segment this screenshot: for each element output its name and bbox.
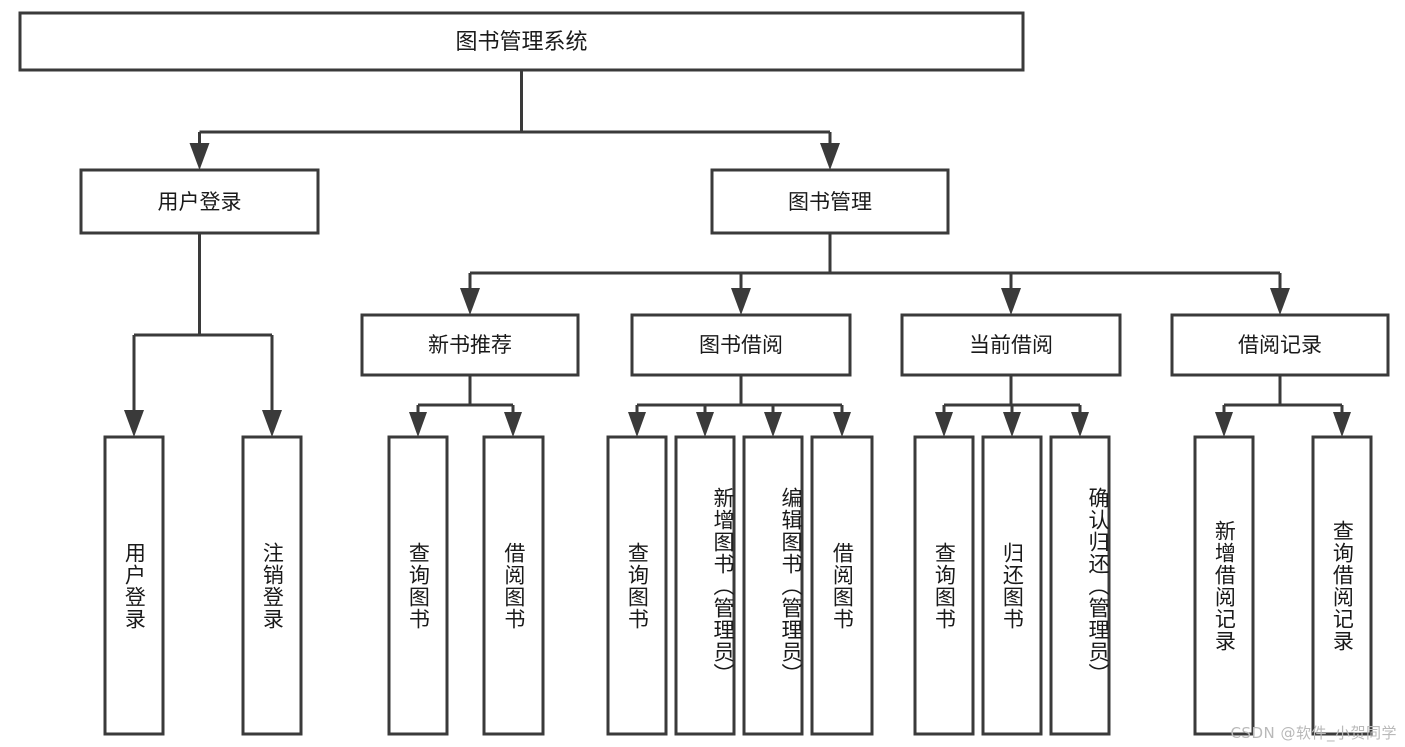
node-user-login[interactable]: 用户登录	[79, 168, 320, 235]
connector-group-new-book-recommend-to-leaves	[409, 375, 522, 437]
node-user-login-box[interactable]	[79, 168, 320, 235]
connector-group-book-borrow-to-leaves	[628, 375, 851, 437]
node-leaf-borrow-book-box[interactable]	[810, 435, 874, 736]
arrow-head-leaf-edit-book-admin	[764, 412, 782, 437]
arrow-head-leaf-query-book-new	[409, 412, 427, 437]
node-user-login-label: 用户登录	[158, 190, 242, 214]
arrow-head-borrow-record	[1270, 288, 1290, 315]
connector-group-book-manage-to-level2	[460, 233, 1290, 315]
node-leaf-add-book-admin-box[interactable]	[674, 435, 736, 736]
node-new-book-recommend-label: 新书推荐	[428, 333, 512, 357]
node-book-borrow-box[interactable]	[630, 313, 852, 377]
node-leaf-query-book-new-box[interactable]	[387, 435, 449, 736]
node-book-manage[interactable]: 图书管理	[710, 168, 950, 235]
arrow-head-user-login	[189, 143, 210, 170]
arrow-head-leaf-return-book	[1003, 412, 1021, 437]
node-leaf-return-book-box[interactable]	[981, 435, 1043, 736]
node-leaf-query-borrow-record-box[interactable]	[1311, 435, 1373, 736]
node-new-book-recommend-box[interactable]	[360, 313, 580, 377]
node-borrow-record-label: 借阅记录	[1238, 333, 1322, 357]
connector-group-borrow-record-to-leaves	[1215, 375, 1351, 437]
connector-group-user-login-to-leaves	[124, 233, 282, 437]
arrow-head-leaf-borrow-book-new	[504, 412, 522, 437]
node-current-borrow-label: 当前借阅	[969, 333, 1053, 357]
arrow-head-leaf-confirm-return-admin	[1071, 412, 1089, 437]
arrow-head-current-borrow	[1001, 288, 1021, 315]
node-leaf-query-book-current-box[interactable]	[913, 435, 975, 736]
node-book-manage-box[interactable]	[710, 168, 950, 235]
arrow-head-leaf-query-borrow-record	[1333, 412, 1351, 437]
node-current-borrow-box[interactable]	[900, 313, 1122, 377]
node-book-manage-label: 图书管理	[788, 190, 872, 214]
node-new-book-recommend[interactable]: 新书推荐	[360, 313, 580, 377]
arrow-head-leaf-add-book-admin	[696, 412, 714, 437]
node-borrow-record-box[interactable]	[1170, 313, 1390, 377]
node-leaf-edit-book-admin-box[interactable]	[742, 435, 804, 736]
arrow-head-leaf-query-book-borrow	[628, 412, 646, 437]
node-root[interactable]: 图书管理系统	[18, 11, 1025, 72]
connector-group-current-borrow-to-leaves	[935, 375, 1089, 437]
node-book-borrow[interactable]: 图书借阅	[630, 313, 852, 377]
node-book-borrow-label: 图书借阅	[699, 333, 783, 357]
node-borrow-record[interactable]: 借阅记录	[1170, 313, 1390, 377]
arrow-head-book-borrow	[731, 288, 751, 315]
node-leaf-user-login-box[interactable]	[103, 435, 165, 736]
node-leaf-add-borrow-record-box[interactable]	[1193, 435, 1255, 736]
connector-group-root-to-level1	[189, 70, 840, 170]
arrow-head-leaf-borrow-book	[833, 412, 851, 437]
arrow-head-leaf-query-book-current	[935, 412, 953, 437]
node-root-label: 图书管理系统	[455, 30, 587, 55]
arrow-head-book-manage	[820, 143, 840, 170]
arrow-head-new-book-recommend	[460, 288, 480, 315]
arrow-head-leaf-user-login	[124, 410, 144, 437]
node-leaf-borrow-book-new-box[interactable]	[482, 435, 545, 736]
csdn-watermark: CSDN @软件_小贺同学	[1230, 724, 1397, 742]
arrow-head-leaf-logout	[262, 410, 282, 437]
node-leaf-confirm-return-admin-box[interactable]	[1049, 435, 1111, 736]
node-root-box[interactable]	[18, 11, 1025, 72]
arrow-head-leaf-add-borrow-record	[1215, 412, 1233, 437]
node-leaf-query-book-borrow-box[interactable]	[606, 435, 668, 736]
node-current-borrow[interactable]: 当前借阅	[900, 313, 1122, 377]
node-leaf-logout-box[interactable]	[241, 435, 303, 736]
